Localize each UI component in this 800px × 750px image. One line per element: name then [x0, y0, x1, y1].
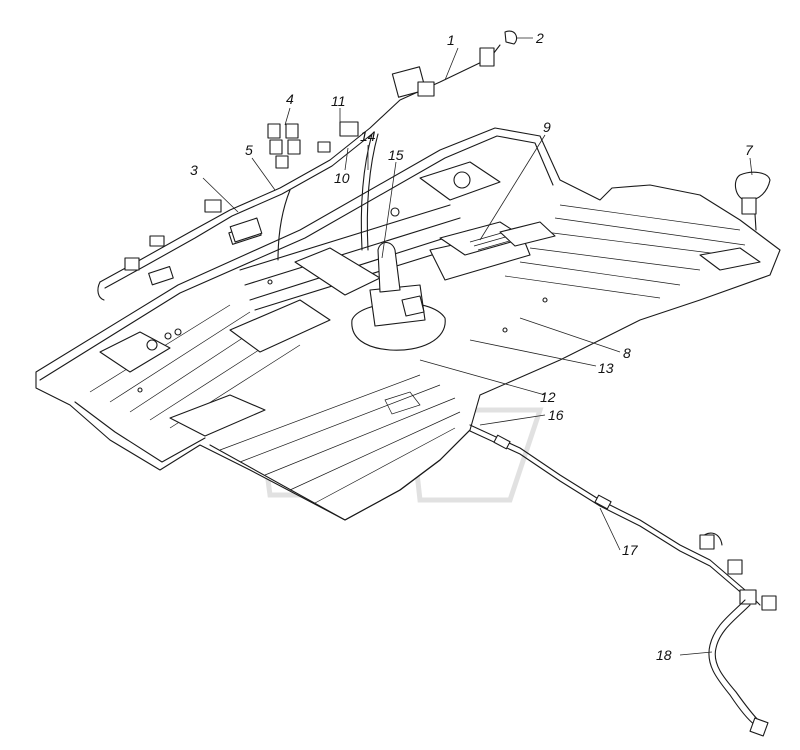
callout-2: 2 — [535, 30, 544, 46]
upper-wiring-harness — [97, 30, 771, 301]
callout-9: 9 — [543, 119, 551, 135]
callout-labels: 1 2 3 4 5 7 8 9 10 11 12 13 14 15 16 17 … — [190, 30, 754, 663]
callout-18: 18 — [656, 647, 672, 663]
callout-16: 16 — [548, 407, 564, 423]
callout-13: 13 — [598, 360, 614, 376]
callout-1: 1 — [447, 32, 455, 48]
callout-3: 3 — [190, 162, 198, 178]
cab-floor-panel — [35, 127, 781, 521]
callout-15: 15 — [388, 147, 404, 163]
callout-7: 7 — [745, 142, 754, 158]
callout-14: 14 — [360, 128, 376, 144]
callout-10: 10 — [334, 170, 350, 186]
callout-11: 11 — [331, 93, 346, 109]
callout-12: 12 — [540, 389, 556, 405]
callout-5: 5 — [245, 142, 253, 158]
callout-17: 17 — [622, 542, 639, 558]
lower-wiring-harness — [469, 424, 777, 737]
callout-8: 8 — [623, 345, 631, 361]
leader-lines — [202, 37, 753, 656]
callout-4: 4 — [286, 91, 294, 107]
